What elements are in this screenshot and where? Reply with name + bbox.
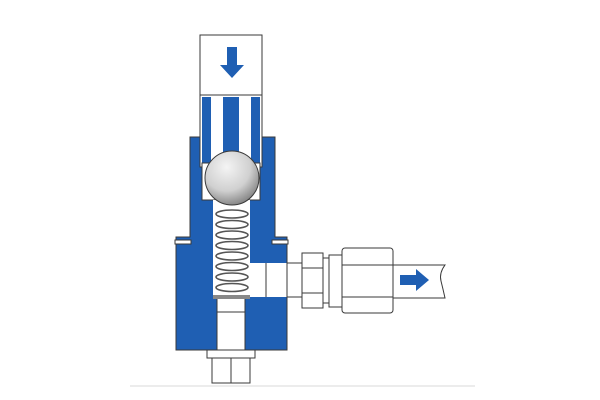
outlet-connector-tube [286,262,304,298]
bottom-fitting-collar [206,349,256,359]
spring [215,209,249,293]
outlet-ferrule [328,254,343,308]
sleeve-stripe-left [202,97,211,167]
spring-coil [215,261,249,272]
spring-coil [215,251,249,261]
spring-coil [215,272,249,282]
body-flange-right [271,239,289,245]
spring-coil [215,282,249,293]
outlet-nut-large [341,247,394,314]
stem-bore [216,297,246,351]
inlet-flow-arrow-icon [220,47,244,78]
outlet-collar [322,257,330,304]
sleeve-stripe-right [251,97,260,167]
outlet-nut-small [301,252,324,309]
spring-coil [215,219,249,230]
check-ball [204,150,260,206]
sleeve-stripe-center [223,97,239,167]
spring-coil [215,240,249,251]
spring-seat [213,295,250,299]
body-flange-left [174,239,192,245]
outlet-passage [250,263,288,297]
spring-coil [215,230,249,240]
outlet-flow-arrow-icon [400,269,429,291]
spring-coil [215,209,249,219]
